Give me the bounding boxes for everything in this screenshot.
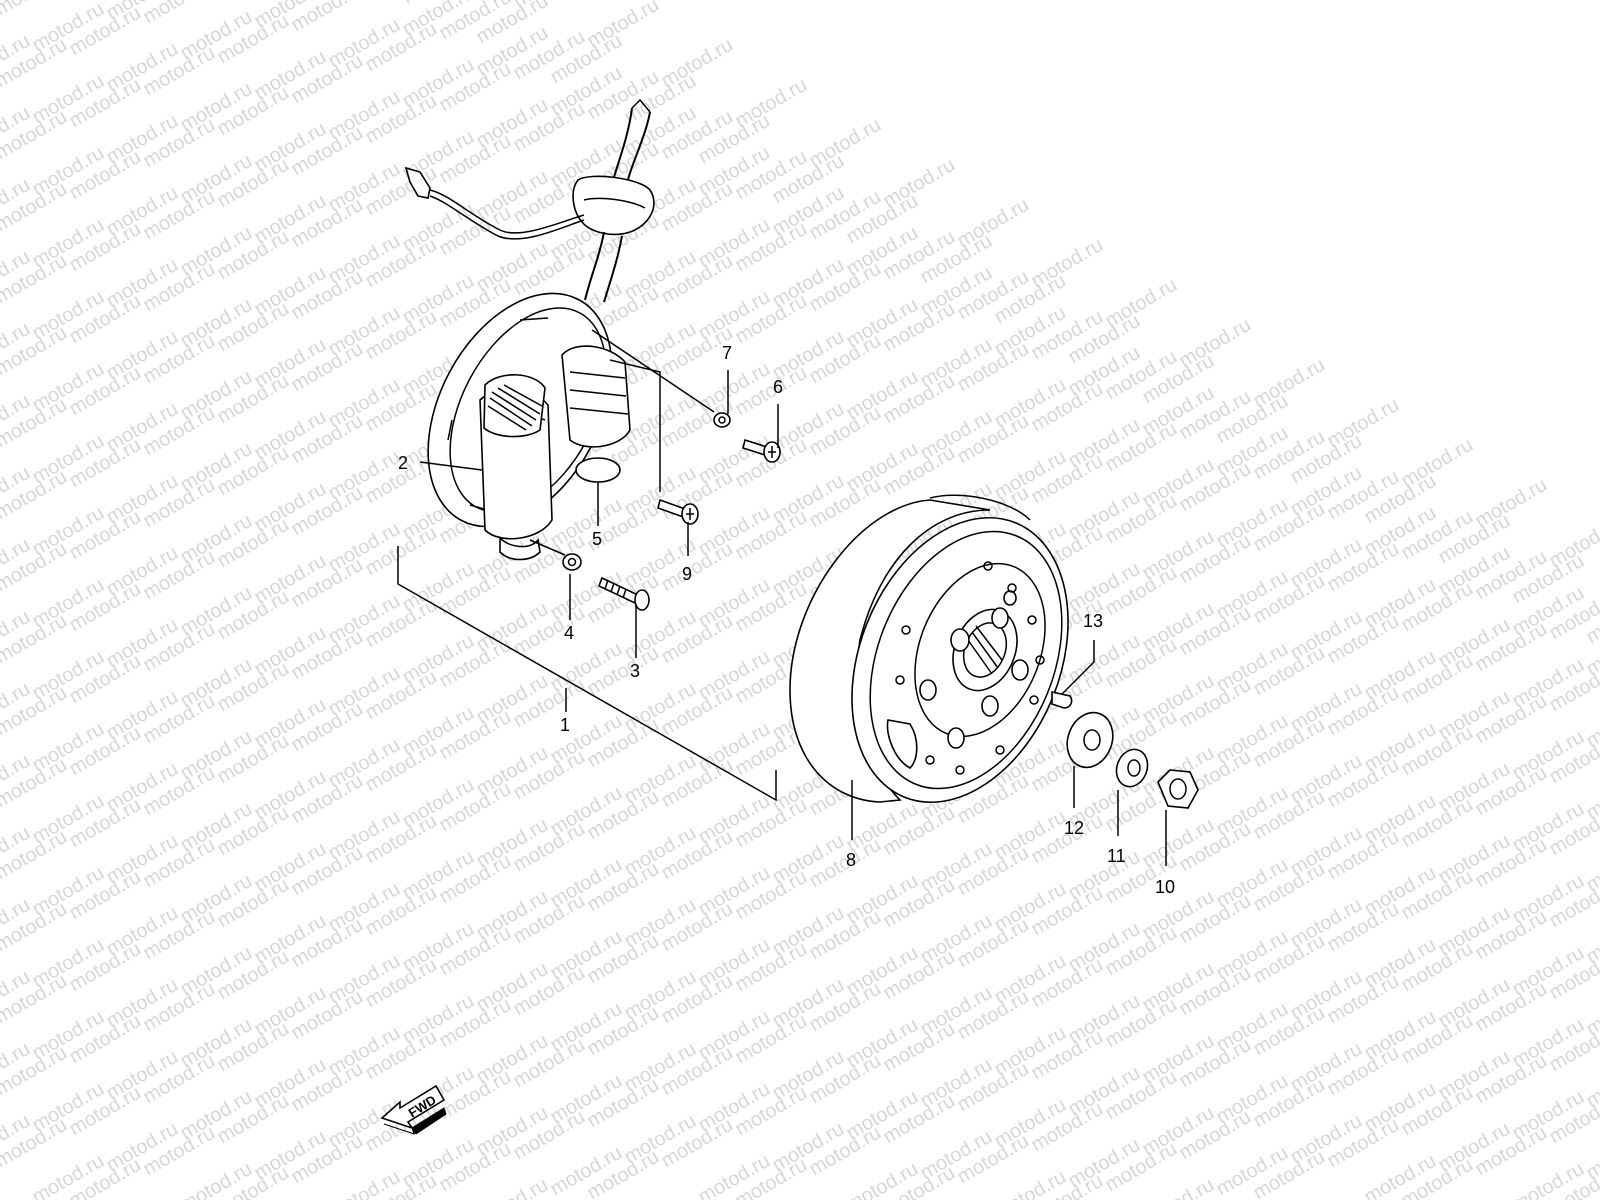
washer-part-12 (1066, 711, 1114, 769)
callout-12: 12 (1064, 818, 1084, 838)
washer-part-4 (562, 553, 582, 571)
screw-part-9 (657, 498, 699, 525)
watermark-text: motod.ru (140, 0, 219, 28)
callout-4: 4 (564, 623, 574, 643)
fwd-arrow-icon: FWD (380, 1084, 447, 1135)
ground-terminal (404, 166, 431, 199)
callout-6: 6 (773, 377, 783, 397)
ground-lead (429, 189, 585, 234)
callout-1: 1 (560, 715, 570, 735)
woodruff-key-part-13 (1051, 691, 1073, 709)
callout-13: 13 (1083, 611, 1103, 631)
lock-washer-part-11 (1115, 748, 1149, 788)
callout-9: 9 (682, 564, 692, 584)
nut-part-10 (1157, 769, 1199, 809)
callout-8: 8 (846, 850, 856, 870)
washer-part-7 (713, 412, 731, 428)
callout-7: 7 (722, 343, 732, 363)
callout-10: 10 (1155, 877, 1175, 897)
callout-11: 11 (1107, 846, 1126, 866)
exciter-coil (561, 345, 631, 483)
leader-lines (419, 370, 1167, 866)
callout-5: 5 (592, 529, 602, 549)
watermark-text: motod.ru (1139, 1174, 1218, 1200)
callout-labels: 1 2 3 4 5 6 7 8 9 10 11 12 13 (398, 343, 1175, 897)
guide-lines (529, 329, 715, 556)
flywheel-rotor (789, 494, 1069, 804)
watermark-text: motod.ru (0, 0, 71, 20)
callout-3: 3 (630, 661, 640, 681)
callout-2: 2 (398, 453, 408, 473)
watermark-text: motod.ru (473, 1174, 552, 1200)
screw-part-6 (742, 438, 781, 463)
wire-grommet (572, 175, 655, 236)
charging-coil (479, 374, 553, 561)
assembly-bracket (397, 546, 777, 802)
screw-part-3 (597, 576, 650, 611)
